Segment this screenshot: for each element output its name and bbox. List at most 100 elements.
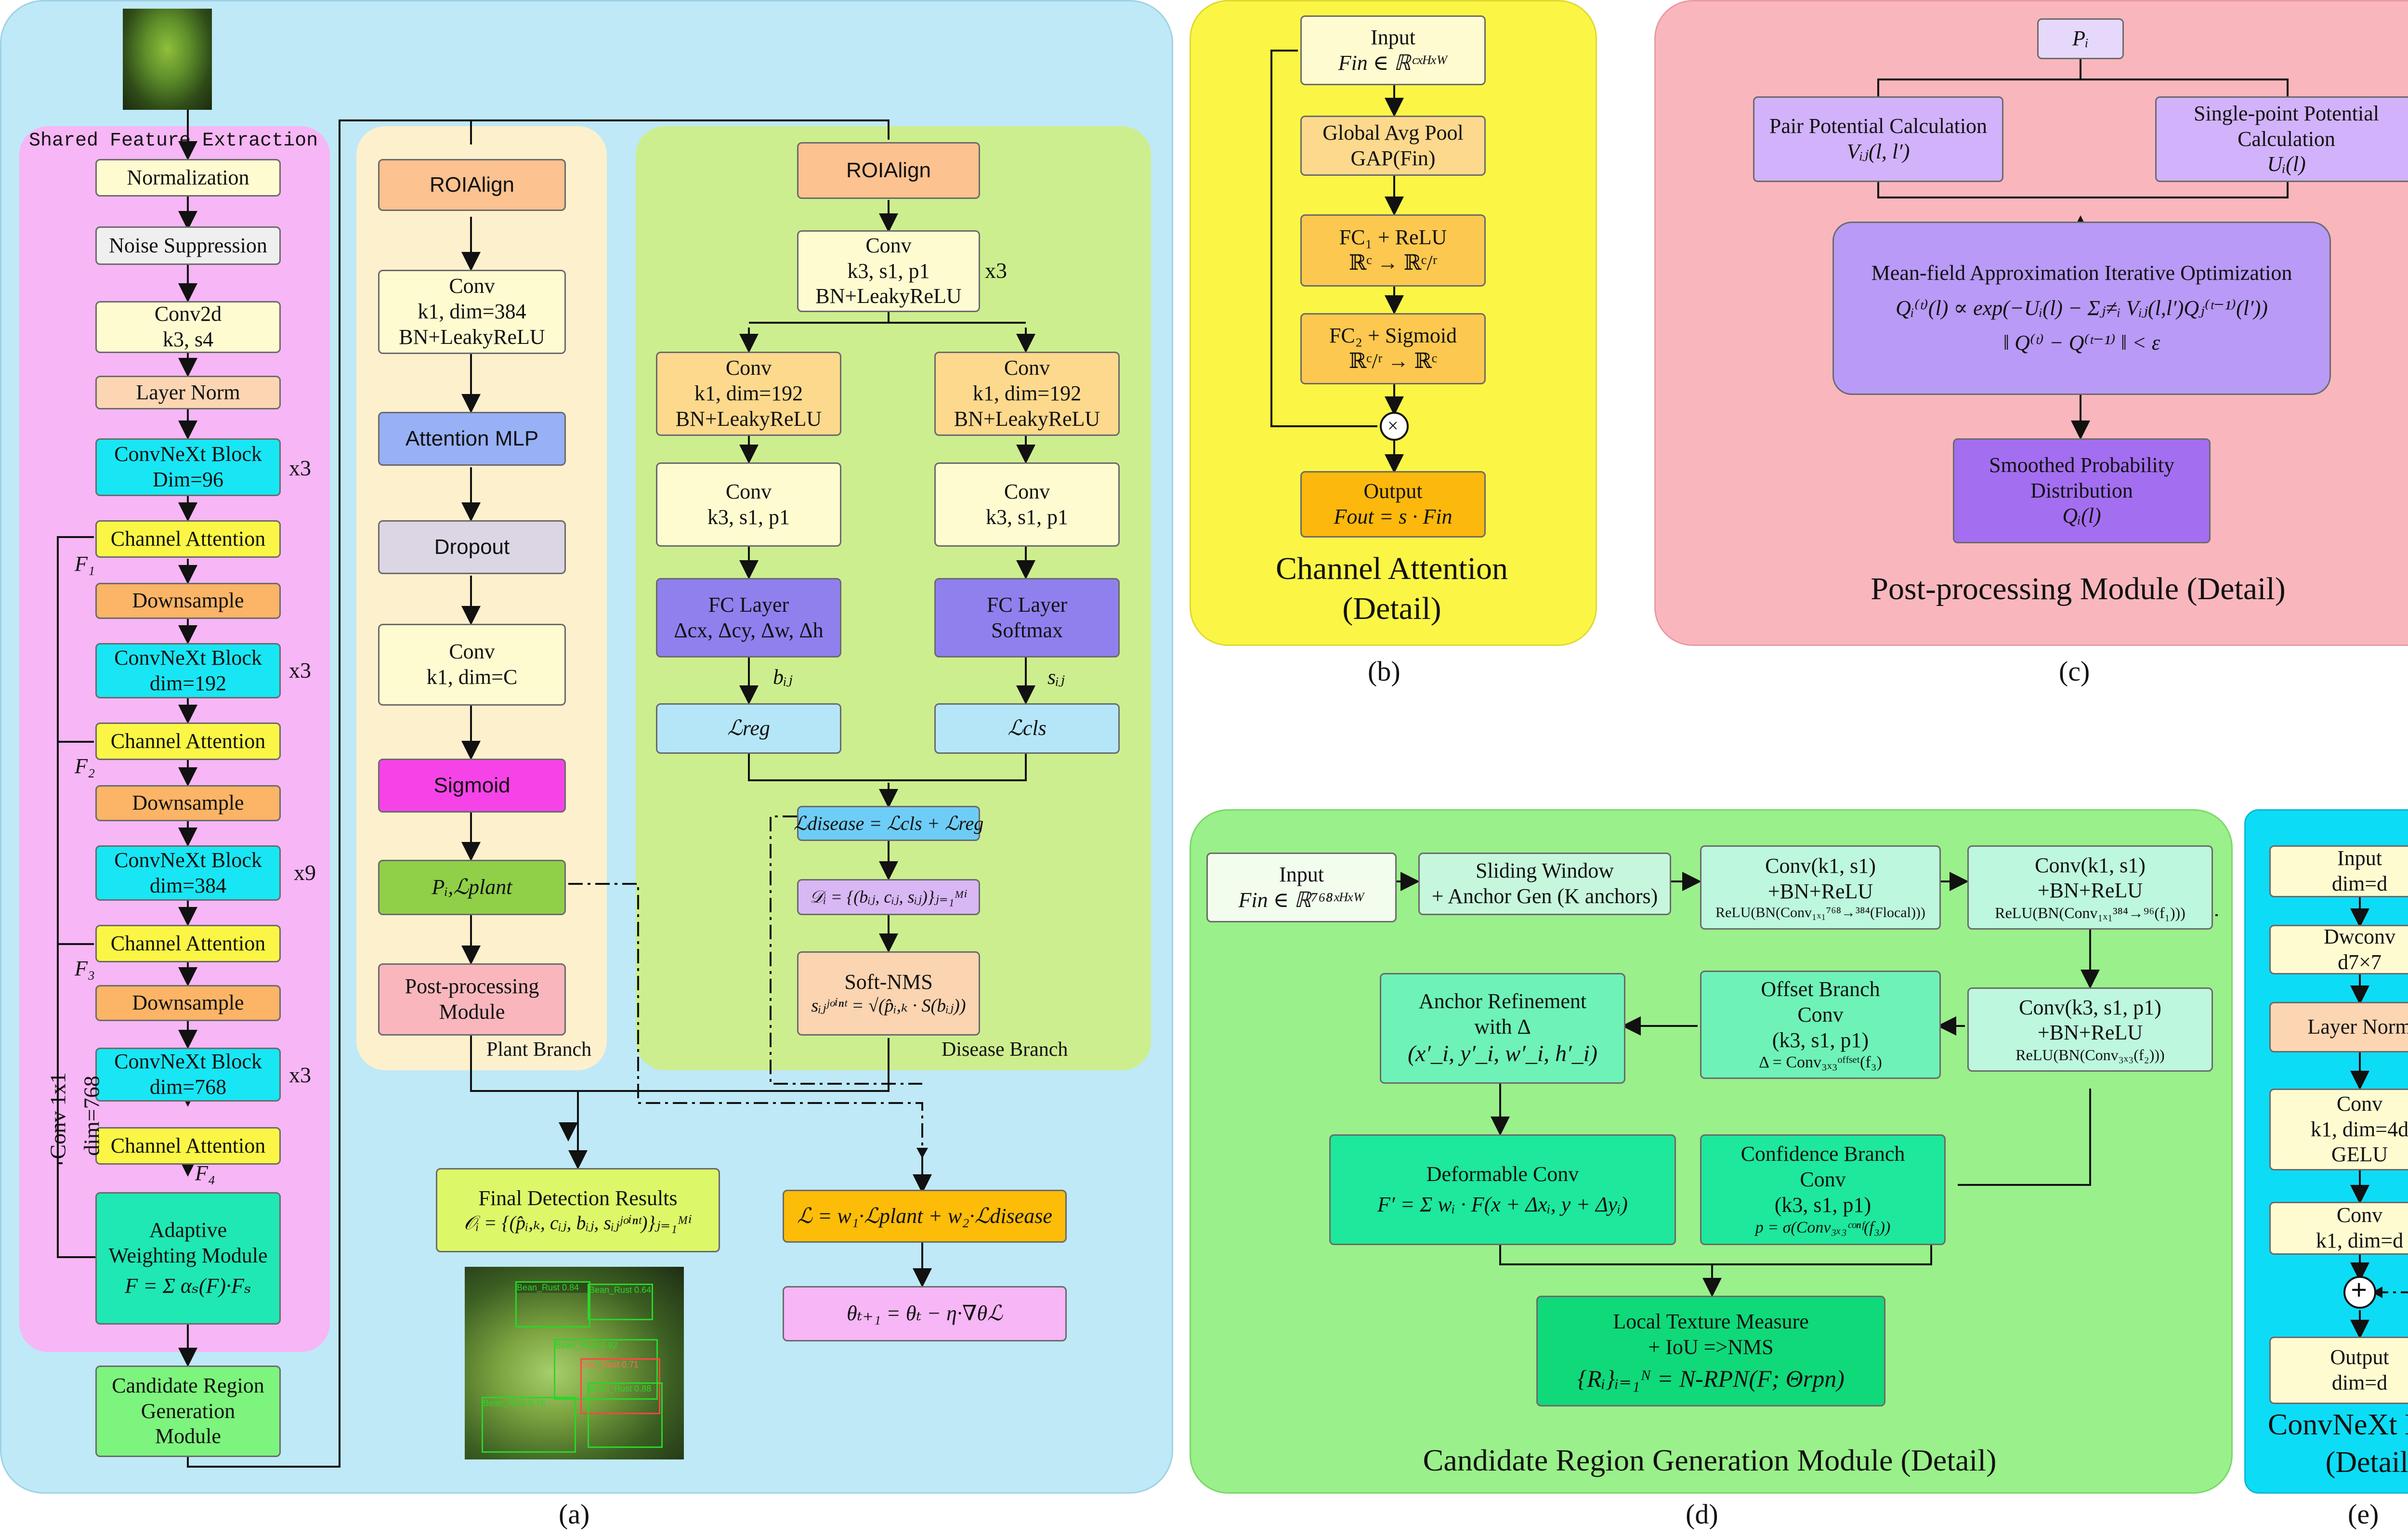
panel-b-title: Channel Attention(Detail)	[1275, 551, 1508, 626]
repeat-label: x3	[289, 658, 311, 683]
detection-box: Bean_Rust 0.64	[588, 1284, 653, 1320]
caption-c: (c)	[2059, 656, 2090, 687]
caption-a: (a)	[559, 1498, 590, 1530]
feature-f1-label: F₁	[75, 552, 95, 576]
panel-c-title: Post-processing Module (Detail)	[1871, 571, 2286, 606]
loss-reg-box: ℒreg	[656, 703, 841, 754]
total-loss-box: ℒ = w₁·ℒplant + w₂·ℒdisease	[783, 1190, 1067, 1243]
channel-attention-2: Channel Attention	[95, 723, 281, 760]
plant-branch-label: Plant Branch	[486, 1038, 592, 1061]
plant-roialign: ROIAlign	[378, 159, 566, 211]
layer-norm-box: Layer Norm	[95, 376, 281, 409]
channel-attention-3: Channel Attention	[95, 925, 281, 962]
caption-e: (e)	[2348, 1498, 2379, 1530]
plant-output: Pᵢ,ℒplant	[378, 860, 566, 915]
repeat-label: x3	[289, 456, 311, 480]
feature-f2-label: F₂	[75, 754, 95, 778]
channel-attention-4: Channel Attention	[95, 1127, 281, 1165]
sij-label: sᵢⱼ	[1047, 665, 1065, 689]
dropout: Dropout	[378, 520, 566, 574]
detection-box: Bean_Rust 0.88	[588, 1382, 663, 1448]
dim768-label: dim=768	[79, 1076, 104, 1156]
detection-box: Bean_Rust 0.76	[482, 1397, 576, 1453]
attention-mlp: Attention MLP	[378, 412, 566, 466]
input-leaf-image	[123, 9, 212, 110]
loss-cls-box: ℒcls	[934, 703, 1120, 754]
repeat-label: x3	[289, 1063, 311, 1087]
caption-b: (b)	[1368, 656, 1400, 687]
detection-output-image: Bean_Rust 0.84 Bean_Rust 0.64 Bean_Rust …	[465, 1267, 684, 1459]
repeat-label: x3	[985, 258, 1007, 283]
detection-set-box: 𝒟ᵢ = {(bᵢⱼ, cᵢⱼ, sᵢⱼ)}ⱼ₌₁ᴹⁱ	[797, 879, 980, 915]
panel-e-title: ConvNeXt Block(Detail)	[2267, 1408, 2408, 1479]
multiply-icon: ×	[1387, 415, 1399, 436]
detection-box: Sec_Rust 0.71	[580, 1358, 660, 1414]
mean-field-box: Mean-field Approximation Iterative Optim…	[1832, 222, 2331, 395]
downsample-1: Downsample	[95, 583, 281, 619]
channel-attention-1: Channel Attention	[95, 520, 281, 558]
caption-d: (d)	[1686, 1498, 1718, 1530]
disease-roialign: ROIAlign	[797, 142, 980, 199]
local-texture-box: Local Texture Measure+ IoU =>NMS{Rᵢ}ᵢ₌₁ᴺ…	[1536, 1296, 1885, 1406]
cnb-layernorm-box: Layer Norm	[2269, 1002, 2408, 1052]
normalization-box: Normalization	[95, 159, 281, 197]
loss-disease-box: ℒdisease = ℒcls + ℒreg	[794, 806, 983, 841]
downsample-3: Downsample	[95, 985, 281, 1021]
downsample-2: Downsample	[95, 785, 281, 821]
sigmoid: Sigmoid	[378, 759, 566, 813]
repeat-label: x9	[294, 860, 316, 885]
sliding-window-box: Sliding Window+ Anchor Gen (K anchors)	[1418, 853, 1671, 915]
feature-f3-label: F₃	[75, 957, 95, 980]
disease-branch-label: Disease Branch	[942, 1038, 1068, 1061]
bij-label: bᵢⱼ	[773, 665, 793, 689]
parameter-update-box: θₜ₊₁ = θₜ − η·∇θℒ	[783, 1286, 1067, 1341]
plus-icon: +	[2351, 1274, 2368, 1306]
detection-box: Bean_Rust 0.84	[515, 1281, 590, 1327]
detection-box: Bean_Rust 0.92	[554, 1339, 658, 1400]
feature-f4-label: F₄	[195, 1161, 216, 1185]
pc-pi-box: Pᵢ	[2037, 18, 2124, 59]
panel-d-title: Candidate Region Generation Module (Deta…	[1423, 1443, 1997, 1477]
